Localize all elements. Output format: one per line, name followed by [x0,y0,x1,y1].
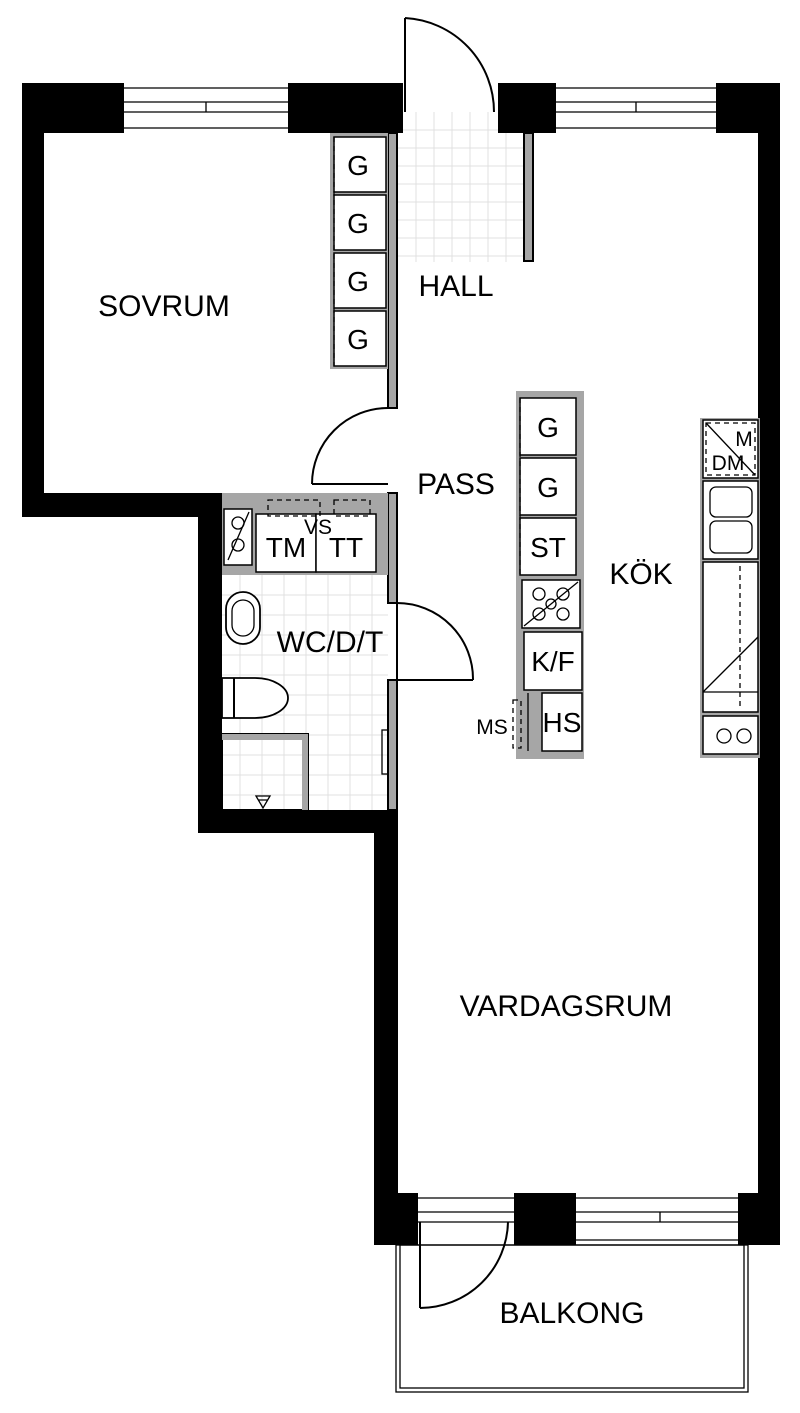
fridge-freezer-label: K/F [531,646,575,677]
room-label-hall: HALL [418,270,493,303]
balcony-door [419,1221,509,1309]
exterior-walls [22,83,780,1245]
balcony [395,1244,749,1393]
wardrobe-label: G [347,150,369,181]
room-label-vardagsrum: VARDAGSRUM [460,990,673,1023]
toilet [221,677,289,719]
washer-label: TM [266,532,306,563]
wardrobe-label: G [347,266,369,297]
wardrobe-label: G [347,208,369,239]
window-top-right [556,87,716,129]
wardrobe-label: G [537,412,559,443]
hall-floor-tiles [398,112,526,262]
window-bottom [418,1197,738,1241]
bathroom-fixtures [221,499,389,811]
wardrobe-label: G [537,472,559,503]
sink [702,480,759,560]
dishwasher-label: M [735,428,753,451]
dryer-label: TT [329,532,363,563]
room-label-pass: PASS [417,468,495,501]
water-heater-label: VS [304,516,332,539]
wardrobe-label: G [347,324,369,355]
wardrobe-hall [330,133,388,369]
microwave-label: MS [476,716,508,739]
kitchen-counter-right [700,418,760,758]
window-top-left [124,87,288,129]
dishwasher-label: DM [712,452,745,475]
interior-walls [222,132,534,811]
bedroom-door [311,407,389,485]
stove-cabinet-label: ST [530,532,566,563]
bathroom-door [396,602,475,681]
kitchen-island [512,391,584,759]
tall-cabinet-label: HS [543,707,582,738]
room-label-balkong: BALKONG [499,1297,644,1330]
shower [221,733,309,811]
room-label-wc: WC/D/T [277,626,384,659]
entrance-door [404,17,496,113]
room-label-kok: KÖK [609,558,672,591]
room-label-sovrum: SOVRUM [98,290,230,323]
